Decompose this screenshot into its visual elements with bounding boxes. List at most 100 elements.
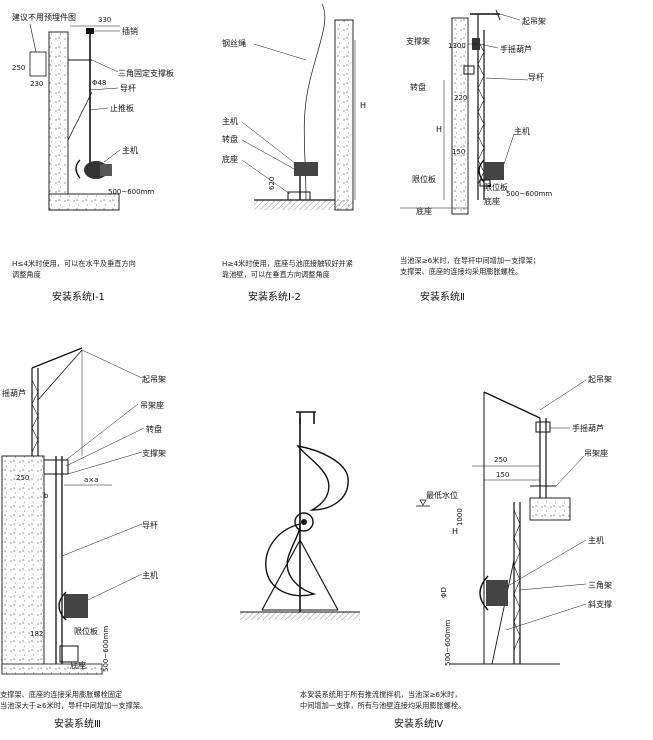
p6-dim-250: 250 [494,456,507,464]
p1-embed-detail [29,51,47,77]
p3-label-crane: 起吊架 [522,17,546,26]
p3-label-hoist: 手摇葫芦 [500,44,532,54]
p1-pool-wall [48,31,69,211]
p3-label-guide: 导杆 [528,72,544,82]
p3-label-support: 支撑架 [406,36,430,46]
p1-dim-330: 330 [98,16,111,24]
mv-blade-lower [265,523,317,597]
p1-label-rod: 导杆 [120,83,136,93]
p3-support-frame [463,65,475,75]
p3-label-limit: 限位板 [412,174,436,184]
p2-base [287,191,311,201]
p6-platform [529,497,571,521]
p2-mixer [294,162,318,176]
p4-label-plate: 转盘 [146,424,162,434]
p4-label-guide: 导杆 [142,520,158,530]
p4-dim-b: b [44,492,49,500]
p2-title: 安装系统Ⅰ-2 [248,290,301,303]
p2-dim-H: H [360,101,366,110]
p4-dim-250: 250 [16,474,29,482]
p4-dim-axa: a×a [84,476,98,484]
p6-title: 安装系统Ⅳ [394,717,444,730]
p4-pool-wall [1,455,45,673]
p6-label-crane: 起吊架 [588,375,612,384]
p4-label-limit: 限位板 [74,626,98,636]
p1-label-pin: 插销 [122,26,138,36]
p3-label-base-2: 底座 [484,196,500,206]
panel-system-3: 250 a×a b 182 500~600mm 摇葫芦 起吊架 吊架座 转盘 支… [0,347,166,730]
p1-label-stop: 止推板 [110,103,134,113]
panel-system-4: 250 150 最低水位 H 1000 ΦD 500~600mm 起吊架 手摇葫… [300,375,612,730]
mv-blade-upper [296,444,349,511]
p2-label-rope: 钢丝绳 [222,38,246,48]
p1-dim-250: 250 [12,64,25,72]
p1-dim-phi48: Φ48 [92,79,106,87]
p3-dim-150: 150 [452,148,465,156]
p4-label-crane: 起吊架 [142,375,166,384]
p2-caption-1: H≥4米时使用，底座与池底接触较好并紧 [222,259,353,268]
p6-dim-150: 150 [496,471,509,479]
panel-system-2: 1300 220 H 150 500~600mm 起吊架 支撑架 手摇葫芦 导杆… [400,9,552,303]
p4-dim-500: 500~600mm [102,626,110,672]
p2-pool-floor [254,200,353,210]
p6-label-brace: 斜支撑 [588,599,612,609]
panel-system-1-2: H 620 钢丝绳 主机 转盘 底座 H≥4米时使用，底座与池底接触较好并紧 靠… [222,3,366,303]
p6-label-main: 主机 [588,535,604,545]
p4-base [59,645,79,663]
p3-dim-1300: 1300 [448,42,466,50]
p4-caption-2: 当池深大于≥6米时，导杆中间增加一支撑架。 [0,701,147,710]
p1-note: 建议不用预埋件图 [12,12,76,22]
p3-label-plate: 转盘 [410,82,426,92]
p3-caption-1: 当池深≥6米时，在导杆中间增加一支撑架； [400,256,540,265]
p4-label-hanger: 吊架座 [140,400,164,410]
p2-label-plate: 转盘 [222,134,238,144]
p6-label-water: 最低水位 [426,490,458,500]
p4-dim-182: 182 [30,630,43,638]
p6-label-tri: 三角架 [588,580,612,590]
p3-dim-220: 220 [454,94,467,102]
p3-label-base: 底座 [416,206,432,216]
p6-dim-1000: 1000 [456,508,464,526]
p6-caption-1: 本安装系统用于所有推流搅拌机，当池深≥6米时， [300,690,462,699]
p6-dim-phiD: ΦD [440,587,448,598]
p6-dim-500: 500~600mm [444,620,452,666]
p2-label-main: 主机 [222,116,238,126]
panel-system-1-1: 建议不用预埋件图 250 230 330 Φ48 插销 三角固定支撑板 导杆 止… [12,12,174,303]
p1-label-bracket: 三角固定支撑板 [118,68,174,78]
p4-caption-1: 支撑架、底座的连接采用膨胀螺栓固定 [0,690,122,699]
p2-dim-620: 620 [268,177,276,190]
p2-label-base: 底座 [222,154,238,164]
p3-label-main: 主机 [514,126,530,136]
panel-mixer-side-view [240,411,360,620]
p3-dim-500: 500~600mm [506,190,552,198]
p4-pool-floor [1,663,103,675]
p3-caption-2: 支撑架、底座的连接均采用膨胀螺栓。 [400,267,522,276]
p6-brace [491,559,515,665]
p1-pool-floor [48,193,120,211]
p3-label-limit-2: 限位板 [484,182,508,192]
p1-label-main: 主机 [122,145,138,155]
p1-caption-1: H≤4米时使用，可以在水平及垂直方向 [12,259,136,268]
p3-mixer [484,162,504,180]
p3-dim-H: H [436,125,442,134]
p4-crane-arm [31,347,83,369]
p1-caption-2: 调整角度 [12,270,41,279]
p4-mixer [64,594,88,618]
p6-label-hoist: 手摇葫芦 [572,423,604,433]
p4-label-base: 底座 [70,660,86,670]
p1-dim-500: 500~600mm [108,188,154,196]
p1-title: 安装系统Ⅰ-1 [52,290,105,303]
p6-caption-2: 中间增加一支撑，所有与池壁连接均采用膨胀螺栓。 [300,701,465,710]
p6-mixer [486,580,508,606]
p4-label-main: 主机 [142,570,158,580]
p4-title: 安装系统Ⅲ [54,717,101,730]
p6-label-hanger: 吊架座 [584,448,608,458]
p4-label-support: 支撑架 [142,448,166,458]
p1-pin [86,28,94,34]
p2-caption-2: 靠池壁，可以在垂直方向调整角度 [222,270,330,279]
p4-label-hoist: 摇葫芦 [2,388,26,398]
p6-hoist [535,421,551,433]
p1-dim-230: 230 [30,80,43,88]
p2-pool-wall [334,19,354,211]
